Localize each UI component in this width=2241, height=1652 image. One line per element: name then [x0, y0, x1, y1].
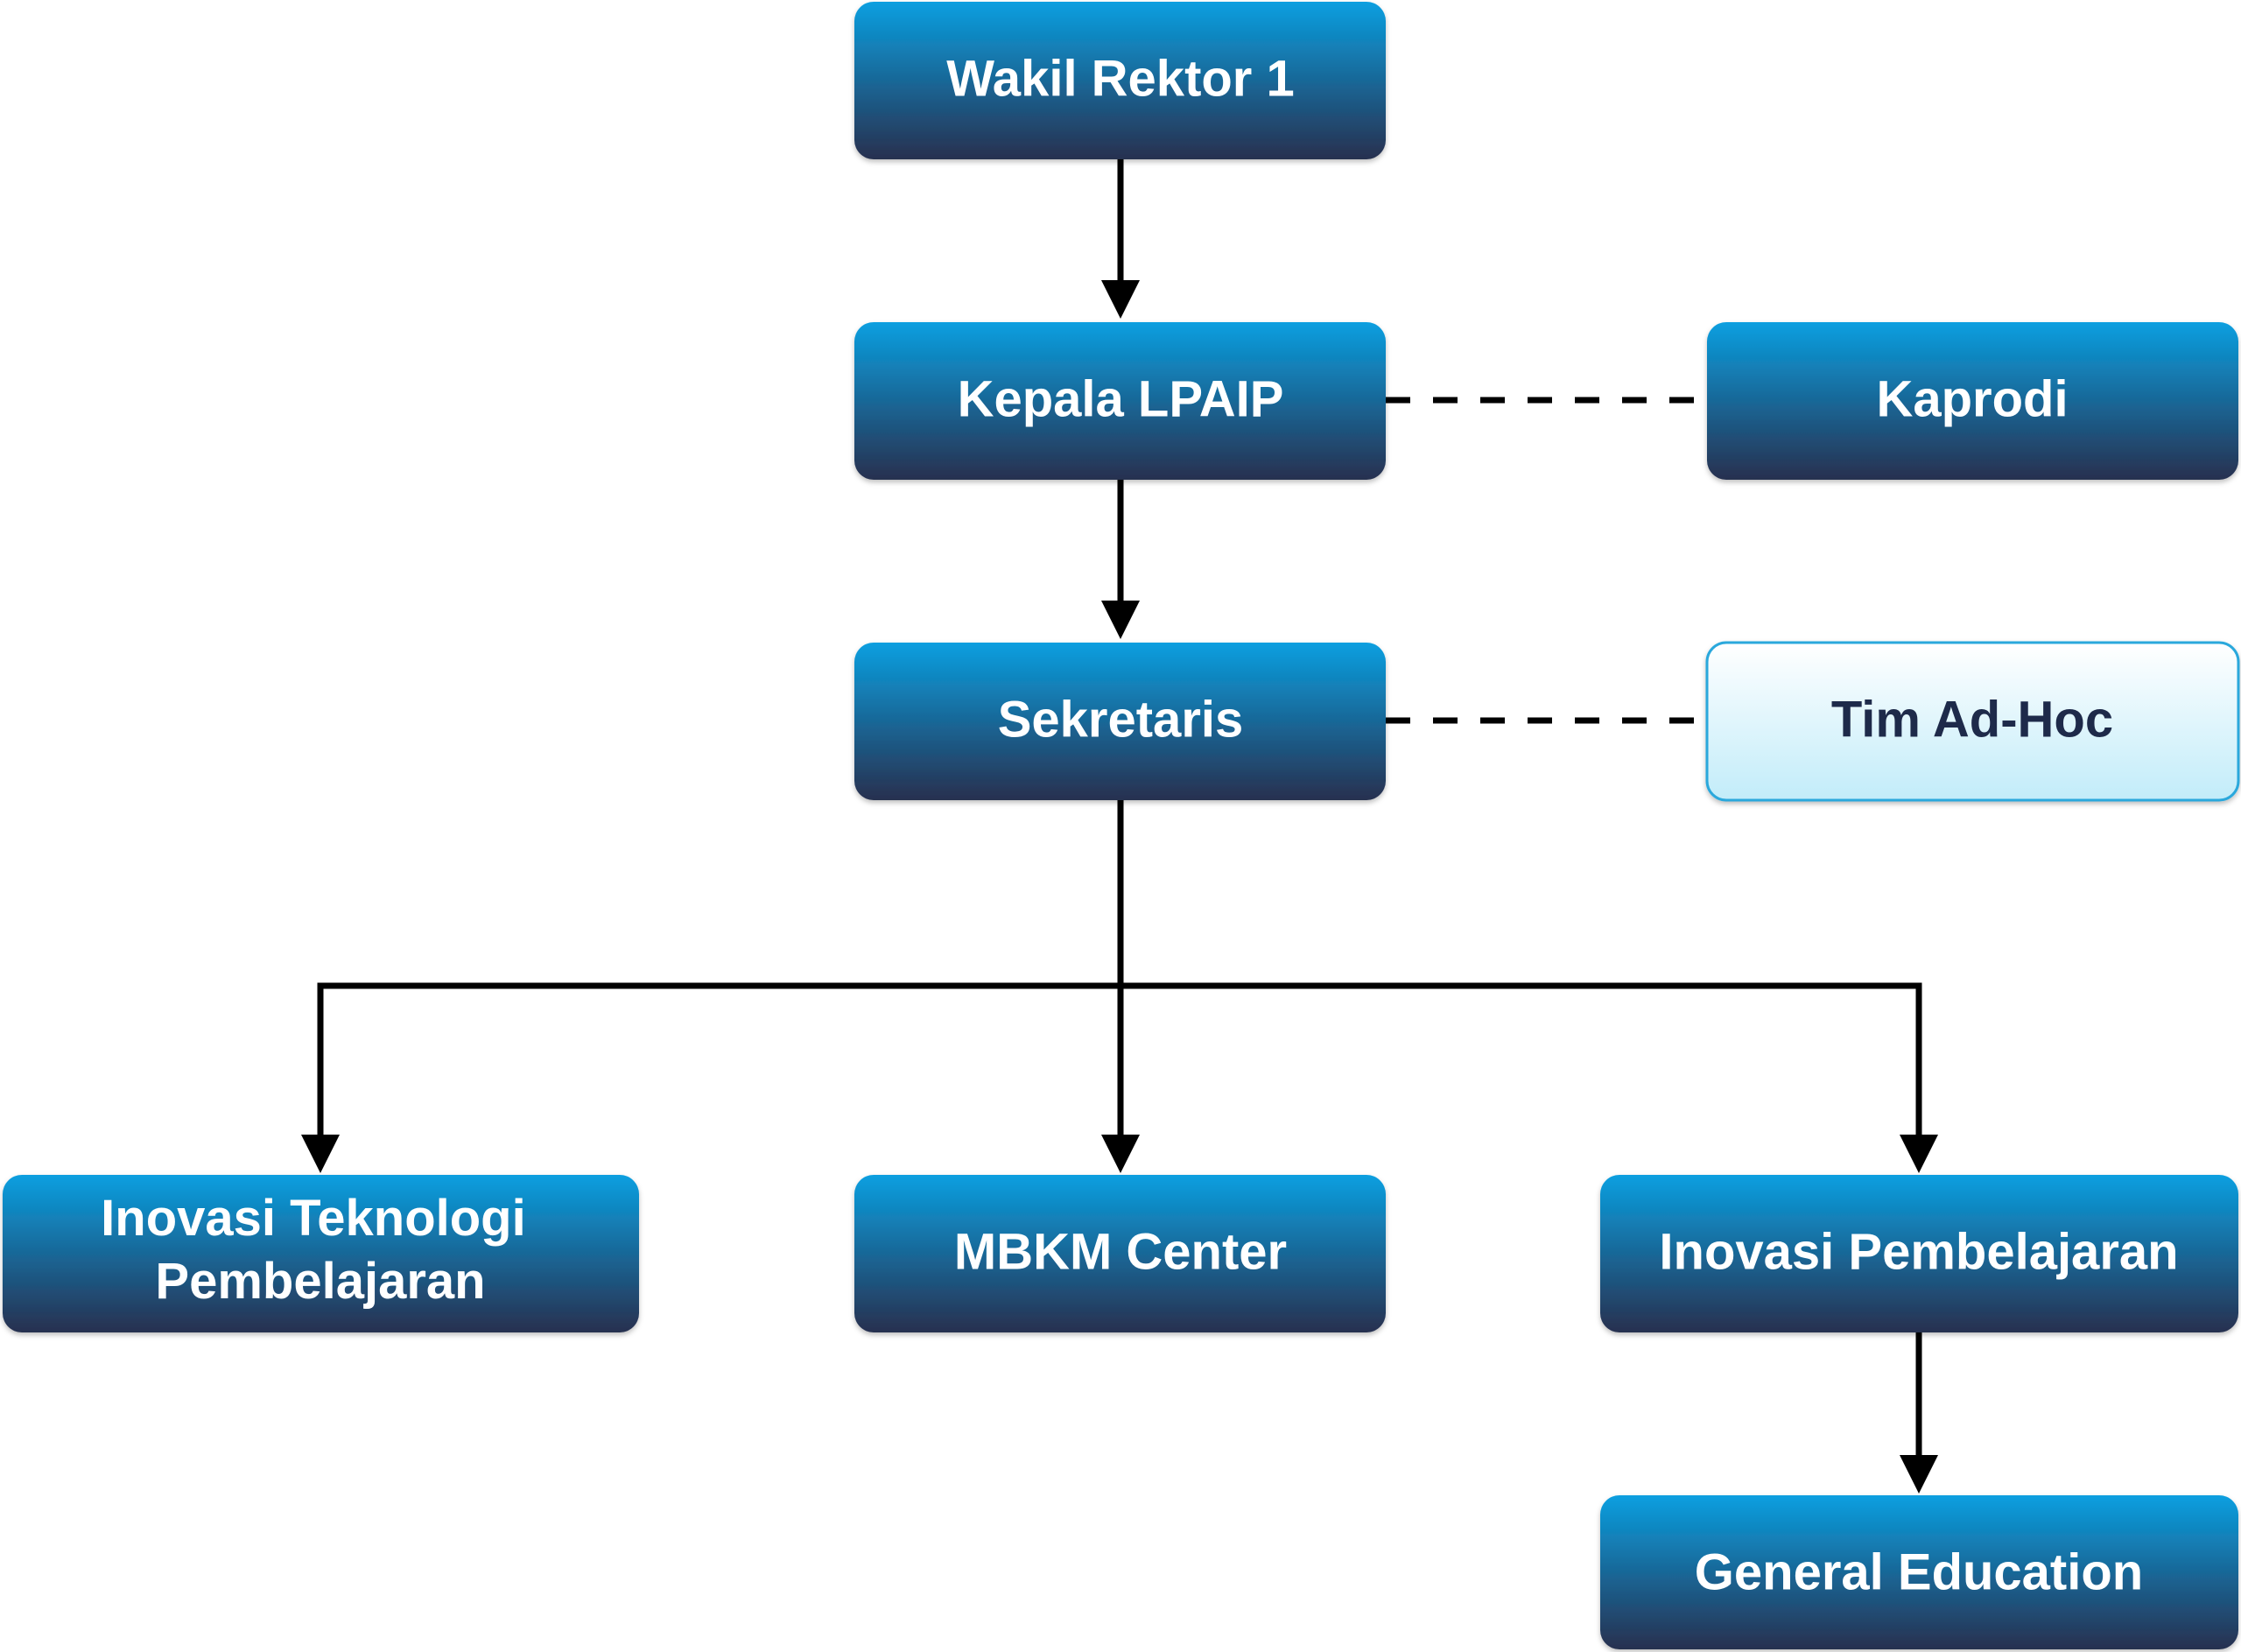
arrowhead-mbkm	[1101, 1135, 1140, 1173]
node-label: Inovasi Pembelajaran	[1659, 1223, 2178, 1280]
node-label: General Education	[1695, 1543, 2143, 1600]
connector-branch-bar	[317, 982, 1922, 1147]
node-wakil-rektor[interactable]: Wakil Rektor 1	[854, 2, 1386, 159]
node-kepala-lpaip[interactable]: Kepala LPAIP	[854, 322, 1386, 480]
arrowhead-kepala	[1101, 280, 1140, 319]
arrowhead-inovasi-teknologi	[301, 1135, 340, 1173]
node-mbkm-center[interactable]: MBKM Center	[854, 1175, 1386, 1332]
node-label: MBKM Center	[954, 1223, 1287, 1280]
node-tim-adhoc[interactable]: Tim Ad-Hoc	[1705, 641, 2240, 802]
node-sekretaris[interactable]: Sekretaris	[854, 643, 1386, 800]
node-inovasi-teknologi[interactable]: Inovasi Teknologi Pembelajaran	[3, 1175, 639, 1332]
node-inovasi-pembelajaran[interactable]: Inovasi Pembelajaran	[1600, 1175, 2238, 1332]
node-label: Sekretaris	[998, 691, 1244, 748]
connectors	[301, 159, 1938, 1494]
node-general-education[interactable]: General Education	[1600, 1495, 2238, 1649]
node-label: Inovasi Teknologi Pembelajaran	[101, 1190, 540, 1310]
node-label: Kaprodi	[1876, 370, 2068, 427]
arrowhead-sekretaris	[1101, 601, 1140, 639]
node-label-line-2: Pembelajaran	[155, 1253, 485, 1310]
node-label-line-1: Inovasi Teknologi	[101, 1190, 526, 1247]
arrowhead-general-education	[1900, 1455, 1938, 1494]
arrowhead-inovasi-pembelajaran	[1900, 1135, 1938, 1173]
node-label: Wakil Rektor 1	[946, 50, 1295, 107]
node-label: Kepala LPAIP	[958, 370, 1284, 427]
node-label: Tim Ad-Hoc	[1831, 691, 2113, 748]
node-kaprodi[interactable]: Kaprodi	[1707, 322, 2238, 480]
